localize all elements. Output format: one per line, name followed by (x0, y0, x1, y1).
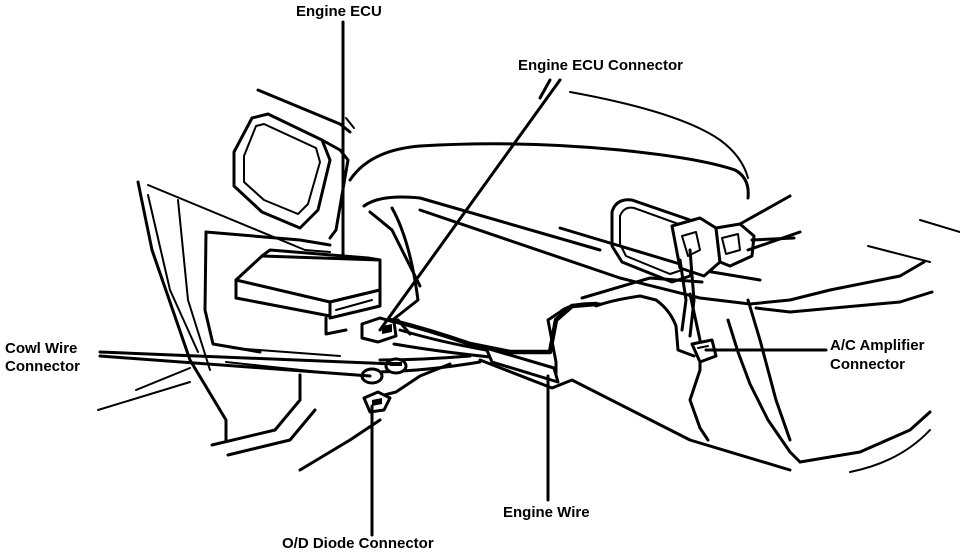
upper-left-vent (232, 88, 355, 240)
label-ac-amplifier-connector-line1: A/C Amplifier (830, 337, 925, 354)
leader-cowl-wire-2 (98, 354, 372, 378)
right-vent (610, 194, 802, 284)
engine-ecu-box (234, 248, 382, 336)
label-engine-wire: Engine Wire (503, 504, 590, 521)
connectors (360, 316, 718, 414)
label-ac-amplifier-connector-line2: Connector (830, 356, 905, 373)
label-cowl-wire-connector-line1: Cowl Wire (5, 340, 78, 357)
label-engine-ecu: Engine ECU (296, 3, 382, 20)
leader-lines (98, 20, 828, 537)
label-cowl-wire-connector-line2: Connector (5, 358, 80, 375)
leader-cowl-wire-1 (98, 350, 396, 366)
label-engine-ecu-connector: Engine ECU Connector (518, 57, 684, 74)
label-od-diode-connector: O/D Diode Connector (282, 535, 434, 552)
leader-engine-ecu-connector-b (538, 78, 552, 100)
leader-engine-ecu-connector-a (378, 78, 562, 332)
dashboard-body (348, 91, 960, 473)
left-side-panel (97, 180, 341, 457)
